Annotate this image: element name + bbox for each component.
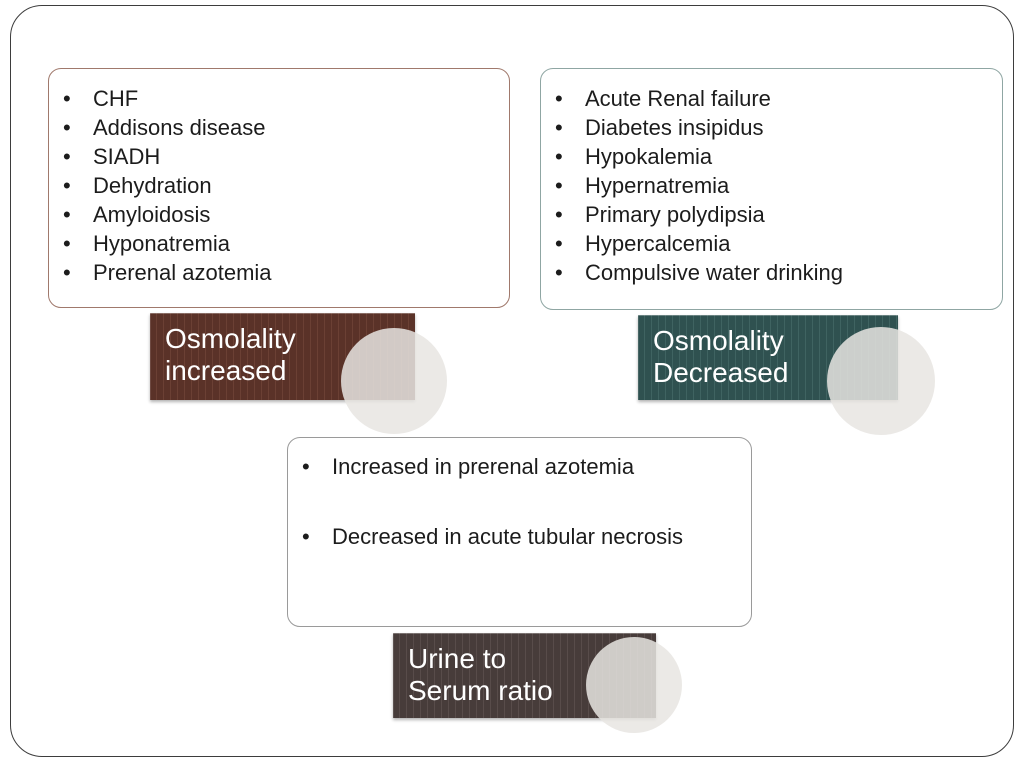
accent-circle [586,637,682,733]
list-item: • Prerenal azotemia [62,258,499,287]
list-item: • Hypercalcemia [554,229,992,258]
bullet-icon: • [63,231,71,256]
cause-text: Hyponatremia [93,231,230,256]
bullet-icon: • [63,144,71,169]
bullet-icon: • [63,202,71,227]
list-item: • Addisons disease [62,113,499,142]
increased-causes-box: • CHF • Addisons disease • SIADH • Dehydrati… [48,68,510,308]
cause-text: Hypernatremia [585,173,730,198]
bullet-icon: • [63,260,71,285]
ratio-points-box: • Increased in prerenal azotemia • Decreas… [287,437,752,627]
cause-text: Amyloidosis [93,202,211,227]
cause-text: Addisons disease [93,115,266,140]
cause-text: Diabetes insipidus [585,115,764,140]
bullet-icon: • [555,231,563,256]
list-item: • Dehydration [62,171,499,200]
label-line: Urine to [408,643,507,674]
list-item: • Hypernatremia [554,171,992,200]
bullet-icon: • [555,144,563,169]
label-line: Serum ratio [408,675,553,706]
bullet-icon: • [302,454,310,479]
cause-text: CHF [93,86,139,111]
list-item: • SIADH [62,142,499,171]
decreased-causes-box: • Acute Renal failure • Diabetes insipidus… [540,68,1003,310]
decreased-causes-list: • Acute Renal failure • Diabetes insipidus… [554,84,992,287]
cause-text: Acute Renal failure [585,86,771,111]
cause-text: SIADH [93,144,161,169]
cause-text: Hypokalemia [585,144,713,169]
list-item: • Compulsive water drinking [554,258,992,287]
bullet-icon: • [63,86,71,111]
cause-text: Dehydration [93,173,212,198]
label-line: Decreased [653,357,789,388]
point-text: Increased in prerenal azotemia [332,454,635,479]
list-item: • Acute Renal failure [554,84,992,113]
cause-text: Primary polydipsia [585,202,765,227]
label-line: Osmolality [653,325,784,356]
bullet-icon: • [555,115,563,140]
accent-circle [341,328,447,434]
bullet-icon: • [63,115,71,140]
point-text: Decreased in acute tubular necrosis [332,524,683,549]
cause-text: Hypercalcemia [585,231,731,256]
list-item: • Diabetes insipidus [554,113,992,142]
list-item: • Primary polydipsia [554,200,992,229]
list-item: • Hypokalemia [554,142,992,171]
list-item: • Decreased in acute tubular necrosis [301,522,741,551]
accent-circle [827,327,935,435]
osmolality-increased-label: Osmolality increased [150,313,415,400]
cause-text: Compulsive water drinking [585,260,843,285]
list-item: • CHF [62,84,499,113]
bullet-icon: • [555,202,563,227]
bullet-icon: • [555,260,563,285]
bullet-icon: • [302,524,310,549]
list-item: • Hyponatremia [62,229,499,258]
bullet-icon: • [63,173,71,198]
label-line: increased [165,355,287,386]
label-line: Osmolality [165,323,296,354]
ratio-points-list: • Increased in prerenal azotemia • Decreas… [301,452,741,551]
bullet-icon: • [555,173,563,198]
list-item: • Amyloidosis [62,200,499,229]
increased-causes-list: • CHF • Addisons disease • SIADH • Dehydrati… [62,84,499,287]
bullet-icon: • [555,86,563,111]
cause-text: Prerenal azotemia [93,260,272,285]
list-item: • Increased in prerenal azotemia [301,452,741,481]
